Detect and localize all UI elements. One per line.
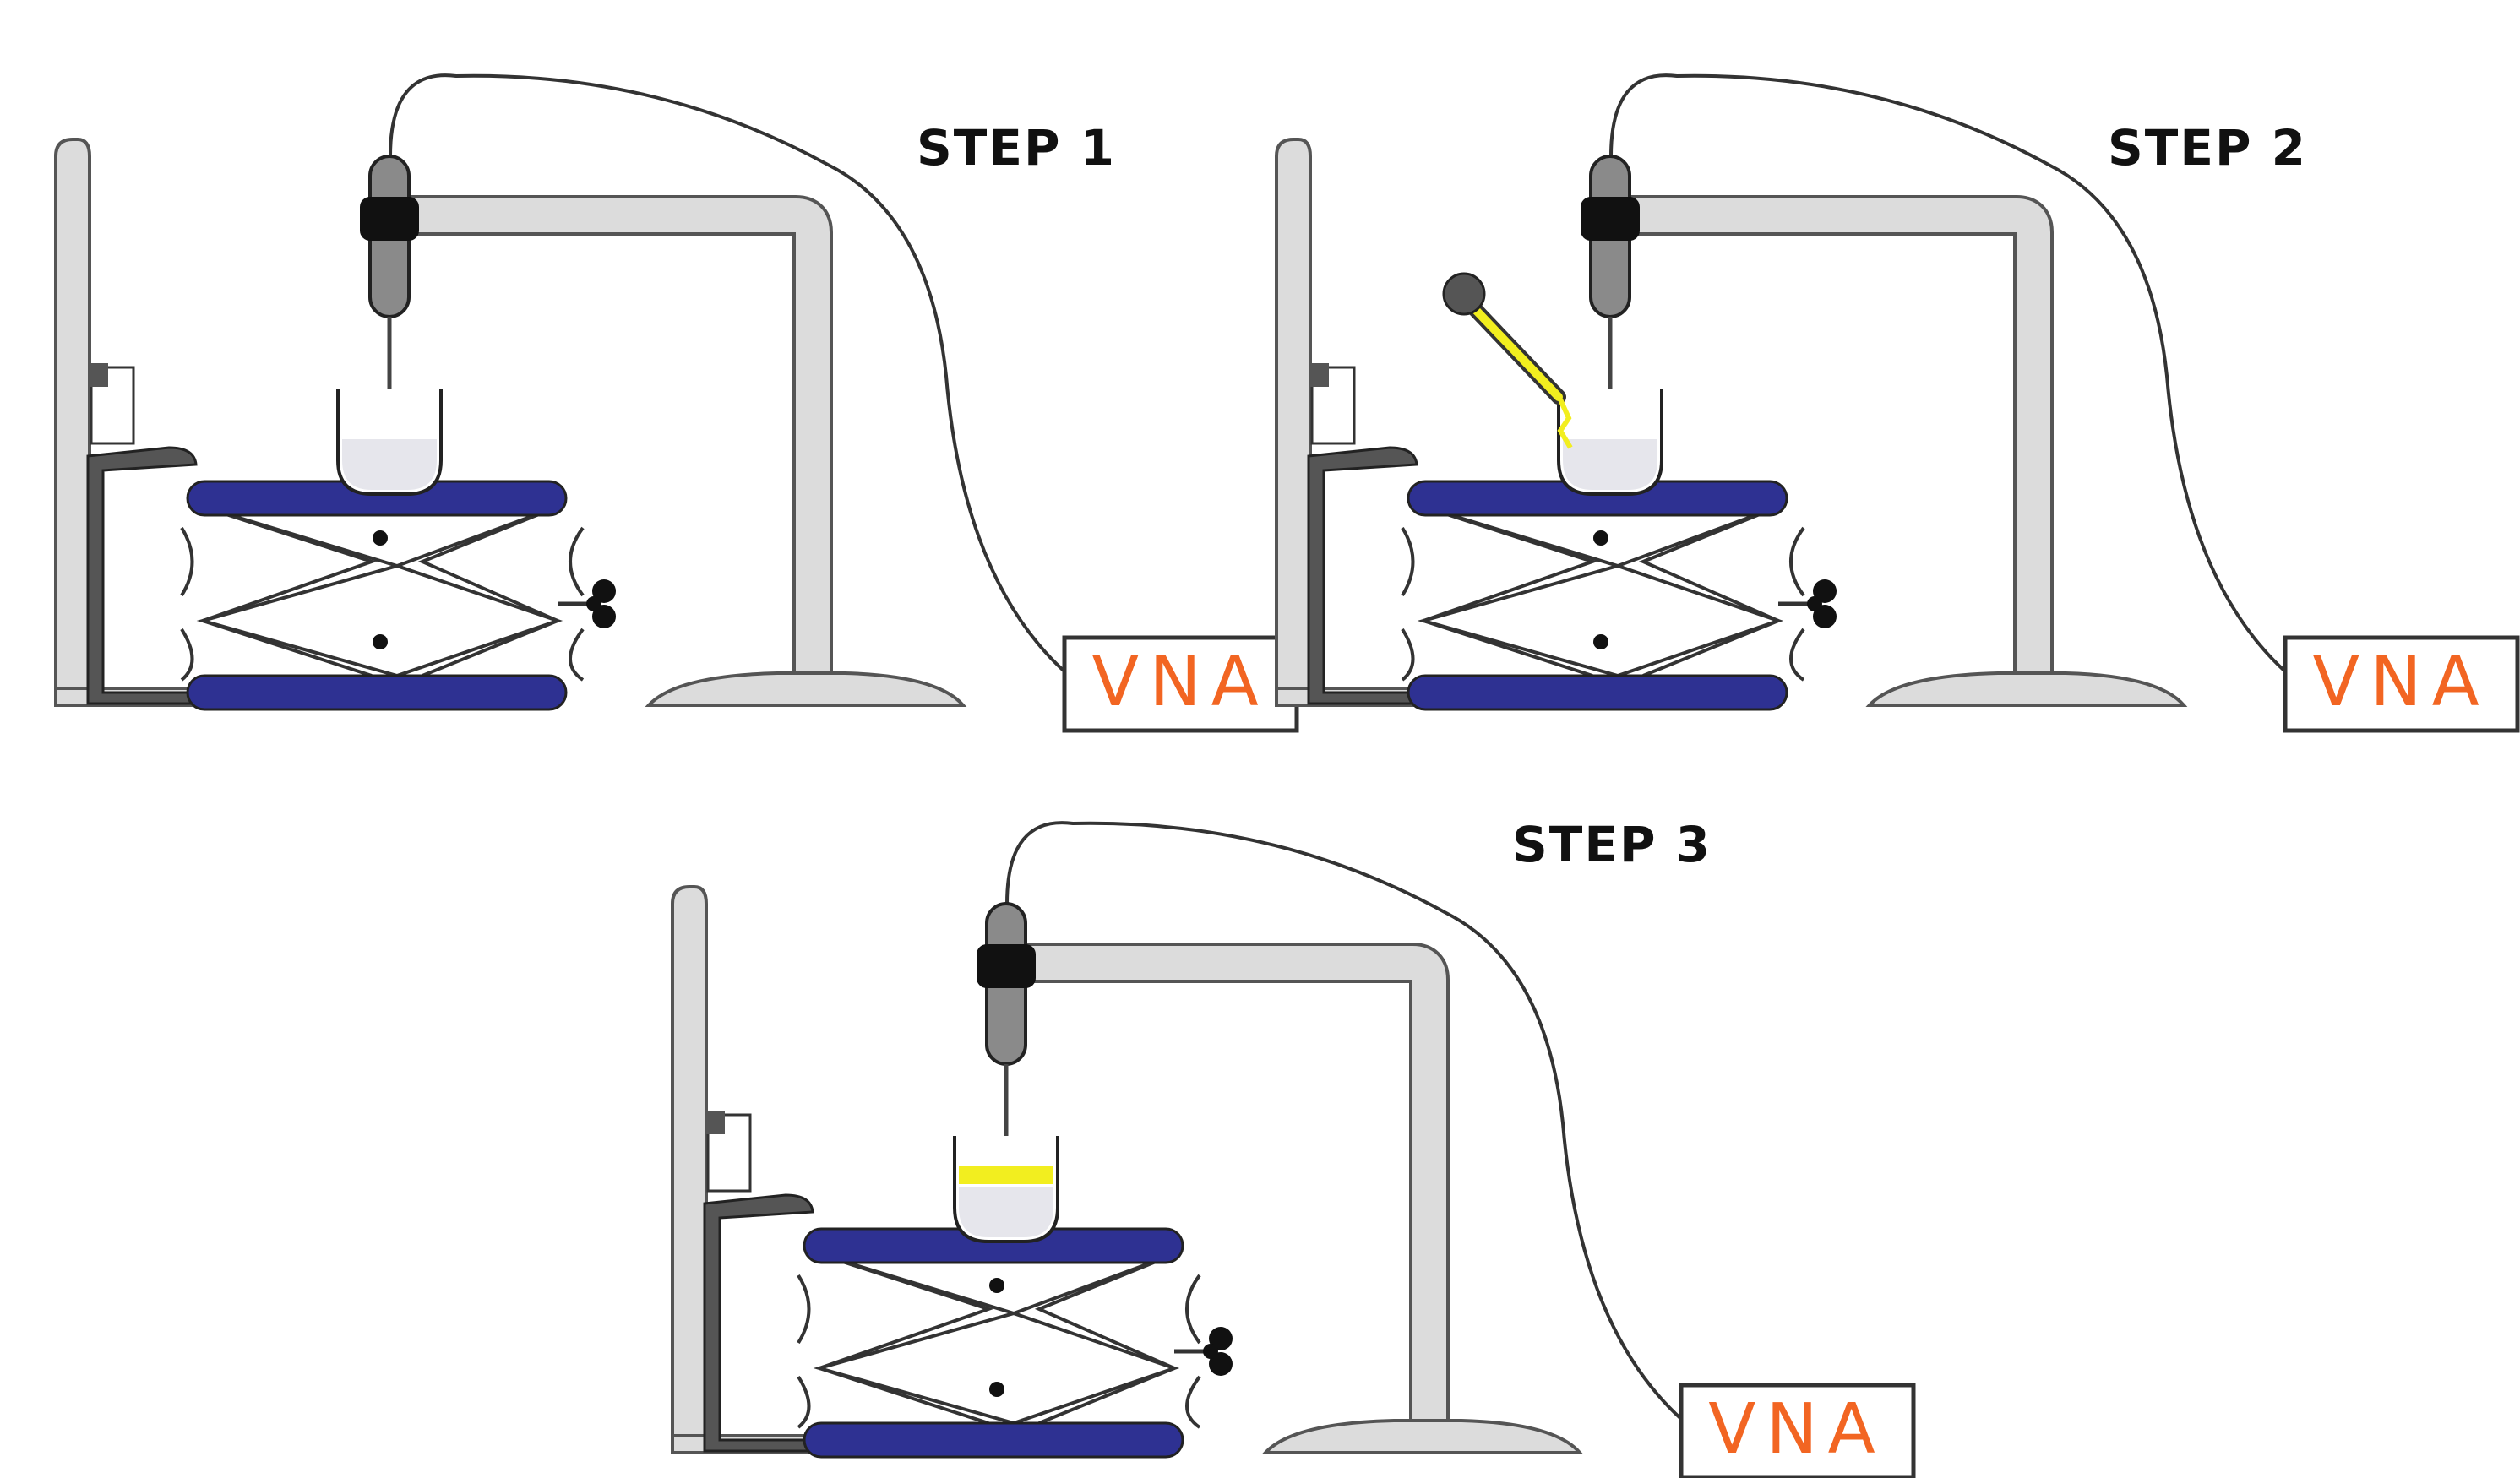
step-2-title: STEP 2 [2108, 119, 2307, 177]
dropper-icon [1442, 272, 1573, 449]
step-1-title: STEP 1 [917, 119, 1116, 177]
step-2-panel: VNA STEP 2 [1276, 75, 2517, 731]
step-3-apparatus [672, 823, 1913, 1478]
step-2-apparatus [1276, 75, 2517, 731]
step-2-vna-label: VNA [2312, 642, 2490, 722]
sample-layer [959, 1166, 1053, 1184]
step-3-vna-label: VNA [1708, 1389, 1886, 1470]
step-3-panel: VNA STEP 3 [672, 816, 1913, 1478]
step-1-panel: VNA STEP 1 [56, 75, 1297, 731]
step-3-title: STEP 3 [1512, 816, 1712, 873]
step-1-vna-label: VNA [1091, 642, 1269, 722]
